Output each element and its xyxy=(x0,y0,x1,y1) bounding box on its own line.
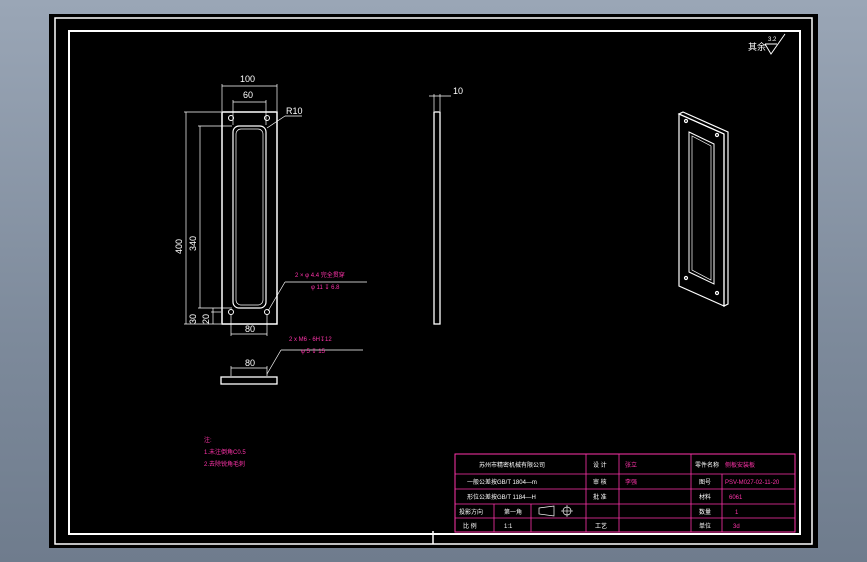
dim-bottom-hole-spacing: 80 xyxy=(245,358,255,368)
tb-drawing-no: PSV-M027-02-11-20 xyxy=(725,480,780,486)
drawing-sheet: 其余 3.2 100 60 R10 xyxy=(54,17,813,545)
tb-drawing-no-label: 图号 xyxy=(699,479,711,486)
dim-offset-20: 20 xyxy=(201,314,211,324)
dim-height-total: 400 xyxy=(174,239,184,254)
dim-corner-radius: R10 xyxy=(286,106,303,116)
tb-proj-value: 第一角 xyxy=(504,508,522,516)
tb-reviewer-value: 李强 xyxy=(625,478,637,486)
side-view: 10 xyxy=(429,86,463,325)
front-view: 100 60 R10 400 340 30 20 80 2 × φ 4.4 完全… xyxy=(174,74,367,336)
isometric-view xyxy=(677,111,729,307)
tb-approver-label: 批 准 xyxy=(593,493,607,501)
dim-width-slot: 60 xyxy=(243,90,253,100)
roughness-label: 其余 xyxy=(748,41,766,52)
thread-note-line2: φ 5 ↧ 15 xyxy=(301,348,326,355)
dim-offset-30: 30 xyxy=(188,314,198,324)
tb-unit-value: 3d xyxy=(733,524,740,530)
tb-material-value: 6061 xyxy=(729,495,743,501)
tb-reviewer-label: 审 核 xyxy=(593,478,607,486)
tb-designer-label: 设 计 xyxy=(593,461,607,469)
thread-note-line1: 2 x M6 - 6H↧12 xyxy=(289,336,332,343)
notes-line1: 1.未注倒角C0.5 xyxy=(204,448,246,456)
bottom-view: 80 2 x M6 - 6H↧12 φ 5 ↧ 15 xyxy=(220,336,363,385)
hole-note-line2: φ 11 ↧ 6.8 xyxy=(311,284,340,291)
drawing-viewport[interactable]: 其余 3.2 100 60 R10 xyxy=(49,14,818,548)
tb-material-label: 材料 xyxy=(699,493,711,501)
mount-hole xyxy=(228,115,234,121)
dim-thickness: 10 xyxy=(453,86,463,96)
tb-proj-label: 投影方向 xyxy=(459,508,483,516)
dim-hole-spacing: 80 xyxy=(245,324,255,334)
mount-hole xyxy=(264,115,270,121)
side-view-outline xyxy=(433,111,441,325)
tb-scale-label: 比 例 xyxy=(463,522,477,530)
tb-craft-label: 工艺 xyxy=(595,522,607,530)
tb-qty-value: 1 xyxy=(735,510,739,516)
roughness-value: 3.2 xyxy=(768,37,777,43)
tb-tol2: 形位公差按GB/T 1184—H xyxy=(467,493,536,501)
tb-designer-value: 张立 xyxy=(625,461,637,469)
tb-tol1: 一般公差按GB/T 1804—m xyxy=(467,478,537,486)
notes-line2: 2.去除锐角毛刺 xyxy=(204,460,245,468)
tb-unit-label: 单位 xyxy=(699,522,711,530)
drawing-notes: 注: 1.未注倒角C0.5 2.去除锐角毛刺 xyxy=(204,436,246,468)
tb-name-value: 侧板安装板 xyxy=(725,461,755,469)
hole-note-line1: 2 × φ 4.4 完全贯穿 xyxy=(295,271,345,279)
notes-title: 注: xyxy=(204,436,212,444)
dim-height-slot: 340 xyxy=(188,236,198,251)
inner-border xyxy=(68,30,801,535)
tb-name-label: 零件名称 xyxy=(695,461,719,469)
tb-scale-value: 1:1 xyxy=(504,524,513,530)
tb-company: 苏州市精密机械有限公司 xyxy=(479,461,545,469)
front-view-outline xyxy=(221,111,278,325)
dim-width-total: 100 xyxy=(240,74,255,84)
bottom-view-outline xyxy=(220,376,278,385)
tb-qty-label: 数量 xyxy=(699,508,711,516)
mount-hole xyxy=(228,309,234,315)
front-view-slot xyxy=(232,125,267,309)
title-block: 苏州市精密机械有限公司 一般公差按GB/T 1804—m 形位公差按GB/T 1… xyxy=(454,453,796,533)
surface-roughness-symbol: 其余 3.2 xyxy=(748,33,786,55)
